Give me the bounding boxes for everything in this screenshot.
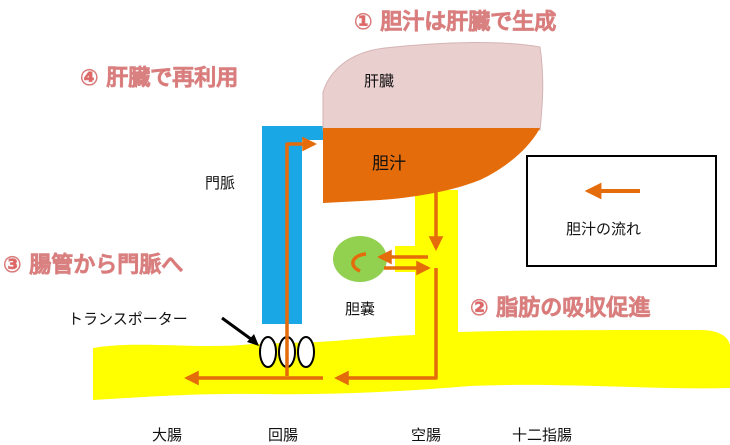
transporter-label: トランスポーター bbox=[68, 310, 188, 328]
gallbladder-label: 胆嚢 bbox=[345, 300, 375, 318]
gallbladder-shape bbox=[333, 236, 387, 282]
legend-text: 胆汁の流れ bbox=[566, 220, 641, 238]
bile-label: 胆汁 bbox=[372, 154, 406, 174]
step-2-caption: ② 脂肪の吸収促進 bbox=[470, 295, 650, 321]
liver-shape bbox=[323, 43, 543, 130]
large-intestine-label: 大腸 bbox=[152, 426, 182, 444]
duodenum-label: 十二指腸 bbox=[512, 426, 572, 444]
transporter-oval-3 bbox=[298, 337, 314, 367]
portal-vein-top bbox=[262, 126, 324, 140]
portal-vein-shape bbox=[262, 126, 302, 324]
legend-box bbox=[527, 156, 716, 266]
transporter-pointer bbox=[222, 318, 255, 342]
ileum-label: 回腸 bbox=[268, 426, 298, 444]
portal-vein-label: 門脈 bbox=[205, 174, 235, 192]
jejunum-label: 空腸 bbox=[411, 426, 441, 444]
step-4-caption: ④ 肝臓で再利用 bbox=[80, 66, 238, 91]
step-3-caption: ③ 腸管から門脈へ bbox=[3, 252, 183, 278]
step-1-caption: ① 胆汁は肝臓で生成 bbox=[354, 10, 556, 35]
bile-region bbox=[323, 128, 540, 203]
liver-label: 肝臓 bbox=[364, 72, 394, 90]
transporter-oval-1 bbox=[260, 337, 276, 367]
